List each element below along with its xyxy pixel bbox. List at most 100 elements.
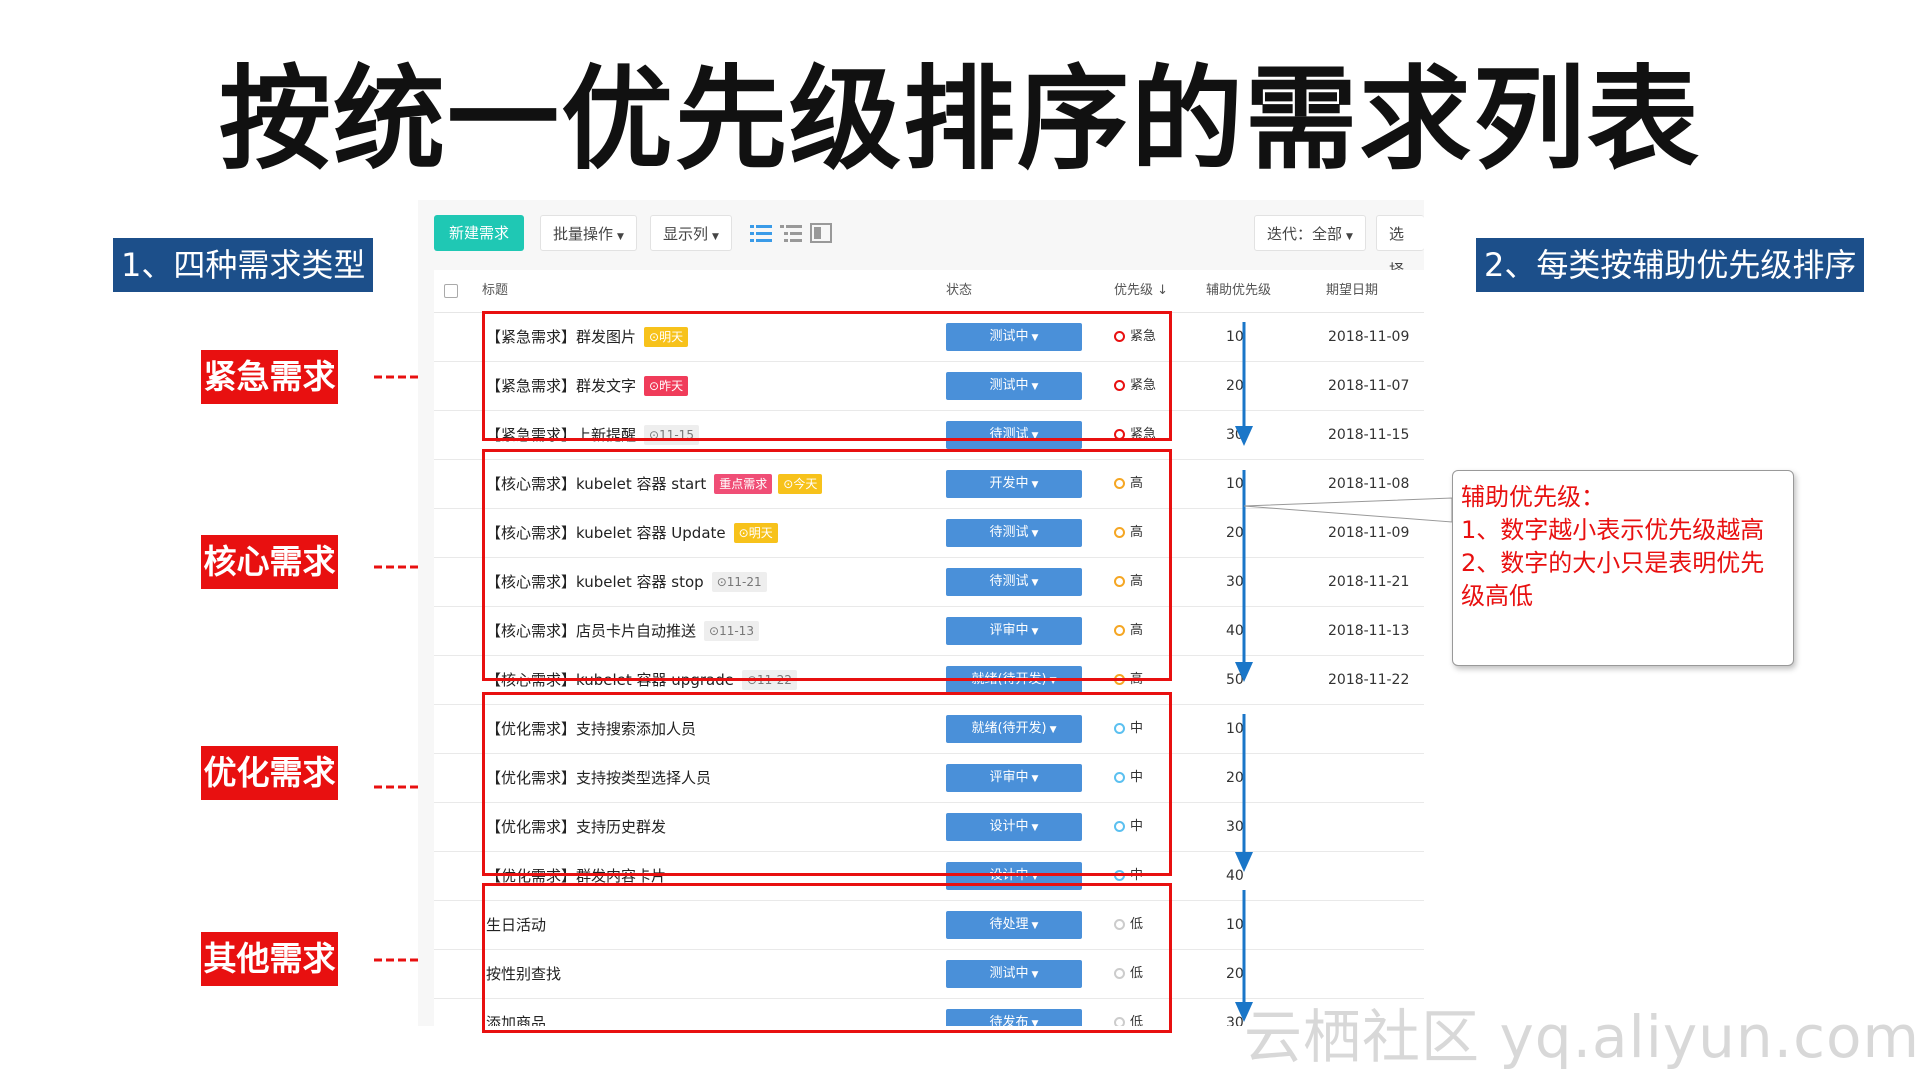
aux-priority-value: 10 bbox=[1226, 329, 1244, 345]
priority-circle-icon bbox=[1114, 380, 1125, 391]
row-title-cell: 【优化需求】支持搜索添加人员 bbox=[486, 705, 698, 753]
select-iteration-dropdown[interactable]: 选择迭 bbox=[1376, 215, 1424, 315]
board-view-icon[interactable] bbox=[810, 222, 832, 244]
row-title[interactable]: 【紧急需求】群发文字 bbox=[486, 377, 637, 395]
due-badge-label: 明天 bbox=[748, 526, 773, 540]
status-dropdown[interactable]: 测试中▼ bbox=[946, 323, 1082, 351]
tree-view-icon[interactable] bbox=[780, 222, 802, 244]
header-status[interactable]: 状态 bbox=[946, 283, 973, 298]
list-view-icon[interactable] bbox=[750, 222, 772, 244]
priority-cell[interactable]: 中 bbox=[1114, 754, 1143, 802]
status-dropdown[interactable]: 就绪(待开发)▼ bbox=[946, 715, 1082, 743]
priority-circle-icon bbox=[1114, 821, 1125, 832]
row-title[interactable]: 生日活动 bbox=[486, 916, 547, 934]
due-badge-label: 11-21 bbox=[726, 575, 762, 589]
priority-cell[interactable]: 紧急 bbox=[1114, 313, 1156, 361]
status-dropdown[interactable]: 测试中▼ bbox=[946, 960, 1082, 988]
status-dropdown[interactable]: 评审中▼ bbox=[946, 764, 1082, 792]
header-priority[interactable]: 优先级 ↓ bbox=[1114, 270, 1168, 312]
row-title[interactable]: 【优化需求】支持历史群发 bbox=[486, 818, 667, 836]
callout-line-1: 辅助优先级： bbox=[1461, 483, 1605, 511]
status-dropdown[interactable]: 待测试▼ bbox=[946, 519, 1082, 547]
priority-cell[interactable]: 高 bbox=[1114, 509, 1143, 557]
chevron-down-icon: ▼ bbox=[1031, 529, 1039, 539]
chevron-down-icon: ▼ bbox=[1031, 970, 1039, 980]
priority-cell[interactable]: 高 bbox=[1114, 558, 1143, 606]
priority-cell[interactable]: 高 bbox=[1114, 460, 1143, 508]
select-all-checkbox[interactable] bbox=[444, 284, 458, 298]
chevron-down-icon: ▼ bbox=[1031, 333, 1039, 343]
status-label: 就绪(待开发) bbox=[971, 721, 1047, 736]
row-title-cell: 【核心需求】kubelet 容器 stop⊙11-21 bbox=[486, 558, 767, 606]
priority-cell[interactable]: 紧急 bbox=[1114, 362, 1156, 410]
status-dropdown[interactable]: 待测试▼ bbox=[946, 568, 1082, 596]
priority-cell[interactable]: 低 bbox=[1114, 950, 1143, 998]
row-title[interactable]: 【核心需求】店员卡片自动推送 bbox=[486, 622, 697, 640]
chevron-down-icon: ▼ bbox=[1049, 725, 1057, 735]
batch-operation-dropdown[interactable]: 批量操作▼ bbox=[540, 215, 637, 251]
priority-cell[interactable]: 低 bbox=[1114, 901, 1143, 949]
requirements-table: 标题 状态 优先级 ↓ 辅助优先级 期望日期 【紧急需求】群发图片⊙明天测试中▼… bbox=[434, 270, 1424, 1026]
due-date-value: 2018-11-09 bbox=[1328, 329, 1410, 345]
chevron-down-icon: ▼ bbox=[617, 232, 624, 242]
status-dropdown[interactable]: 待处理▼ bbox=[946, 911, 1082, 939]
row-title[interactable]: 按性别查找 bbox=[486, 965, 562, 983]
row-title[interactable]: 【紧急需求】群发图片 bbox=[486, 328, 637, 346]
row-title[interactable]: 【核心需求】kubelet 容器 start bbox=[486, 475, 707, 493]
priority-cell[interactable]: 高 bbox=[1114, 607, 1143, 655]
iteration-dropdown[interactable]: 迭代：全部▼ bbox=[1254, 215, 1366, 251]
sort-down-icon: ↓ bbox=[1153, 283, 1169, 298]
key-requirement-badge: 重点需求 bbox=[714, 474, 773, 494]
due-date-value: 2018-11-08 bbox=[1328, 476, 1410, 492]
aux-priority-value: 10 bbox=[1226, 476, 1244, 492]
due-badge: ⊙昨天 bbox=[644, 376, 689, 396]
priority-circle-icon bbox=[1114, 919, 1125, 930]
due-badge-label: 11-13 bbox=[719, 624, 754, 638]
aux-priority-value: 50 bbox=[1226, 672, 1244, 688]
status-dropdown[interactable]: 设计中▼ bbox=[946, 813, 1082, 841]
aux-priority-value: 10 bbox=[1226, 917, 1244, 933]
priority-cell[interactable]: 中 bbox=[1114, 705, 1143, 753]
row-title[interactable]: 【优化需求】支持搜索添加人员 bbox=[486, 720, 697, 738]
header-due-date[interactable]: 期望日期 bbox=[1326, 283, 1379, 298]
status-dropdown[interactable]: 开发中▼ bbox=[946, 470, 1082, 498]
callout-line-3: 2、数字的大小只是表明优先 bbox=[1461, 549, 1765, 577]
header-aux-priority[interactable]: 辅助优先级 bbox=[1206, 283, 1272, 298]
priority-circle-icon bbox=[1114, 772, 1125, 783]
priority-label: 高 bbox=[1130, 574, 1144, 589]
chevron-down-icon: ▼ bbox=[1031, 921, 1039, 931]
row-title[interactable]: 【优化需求】群发内容卡片 bbox=[486, 867, 667, 885]
priority-circle-icon bbox=[1114, 527, 1125, 538]
status-dropdown[interactable]: 待发布▼ bbox=[946, 1009, 1082, 1026]
row-title[interactable]: 【核心需求】kubelet 容器 Update bbox=[486, 524, 726, 542]
show-columns-dropdown[interactable]: 显示列▼ bbox=[650, 215, 732, 251]
row-title-cell: 【优化需求】支持历史群发 bbox=[486, 803, 668, 851]
clock-icon: ⊙ bbox=[649, 379, 660, 393]
status-dropdown[interactable]: 评审中▼ bbox=[946, 617, 1082, 645]
table-row[interactable]: 生日活动 待处理▼ 低 10 bbox=[434, 901, 1424, 950]
status-dropdown[interactable]: 测试中▼ bbox=[946, 372, 1082, 400]
chevron-down-icon: ▼ bbox=[1031, 578, 1039, 588]
row-title[interactable]: 添加商品 bbox=[486, 1014, 547, 1026]
new-requirement-button[interactable]: 新建需求 bbox=[434, 215, 524, 251]
priority-cell[interactable]: 低 bbox=[1114, 999, 1143, 1026]
priority-circle-icon bbox=[1114, 968, 1125, 979]
group-box-optimize bbox=[482, 692, 1172, 876]
row-title[interactable]: 【核心需求】kubelet 容器 stop bbox=[486, 573, 704, 591]
row-title[interactable]: 【优化需求】支持按类型选择人员 bbox=[486, 769, 712, 787]
due-badge-label: 今天 bbox=[793, 477, 818, 491]
priority-cell[interactable]: 中 bbox=[1114, 803, 1143, 851]
chevron-down-icon: ▼ bbox=[1031, 774, 1039, 784]
priority-label: 中 bbox=[1130, 721, 1144, 736]
